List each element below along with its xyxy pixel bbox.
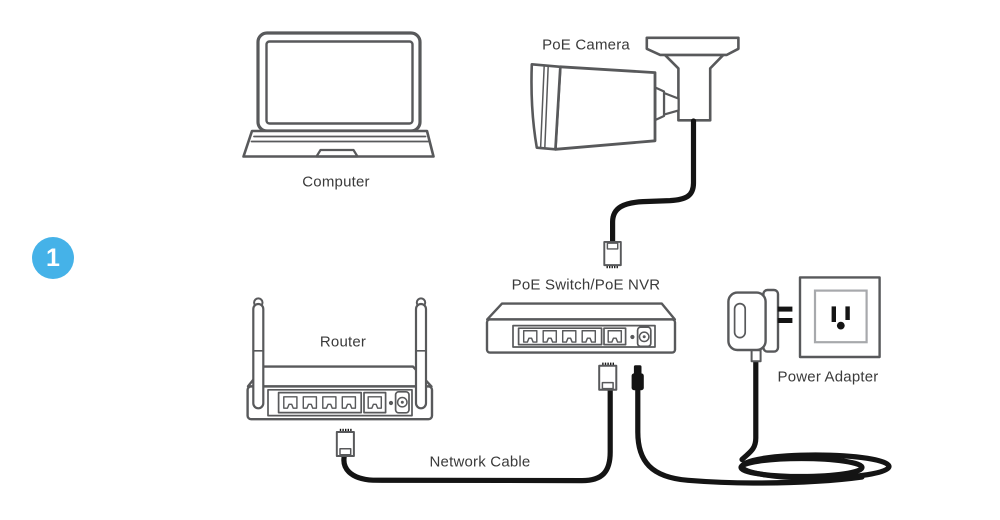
camera-cable-path [610, 118, 697, 244]
laptop-display [265, 40, 414, 125]
power-cable-illustration [631, 357, 892, 486]
camera-hood-line [539, 64, 545, 149]
power-adapter-illustration [727, 288, 793, 363]
router-antenna-right [414, 302, 428, 410]
router-led-dot [388, 400, 394, 406]
outlet-socket [813, 289, 868, 344]
outlet-plate [798, 276, 881, 359]
poe-camera-label: PoE Camera [542, 36, 630, 54]
wall-outlet-illustration [798, 276, 881, 359]
router-label: Router [319, 333, 367, 351]
adapter-strain-relief [750, 349, 762, 363]
outlet-slot [845, 306, 850, 320]
adapter-prong [777, 306, 793, 312]
router-dc-jack [394, 390, 410, 414]
camera-body [554, 65, 657, 151]
camera-joint [662, 91, 680, 116]
camera-joint [654, 86, 666, 122]
poe-switch-illustration [485, 302, 677, 354]
switch-uplink-port-box [603, 327, 627, 346]
camera-mount-plate [645, 36, 740, 57]
router-top [246, 365, 433, 388]
laptop-base [242, 129, 435, 158]
switch-top [486, 302, 676, 321]
adapter-prong [777, 318, 793, 323]
switch-dc-jack [636, 326, 652, 348]
router-lan-port-group [277, 391, 363, 414]
rj45-plug-icon [335, 428, 355, 457]
outlet-slot [831, 306, 836, 322]
switch-dc-jack-ring [638, 331, 650, 343]
dc-plug-tip-icon [633, 365, 642, 375]
outlet-ground-hole [836, 321, 845, 330]
network-cable-path [341, 387, 613, 484]
computer-illustration [242, 31, 435, 158]
poe-camera-illustration [530, 36, 740, 151]
cable-coil-loop [738, 455, 865, 480]
camera-hood-line [544, 65, 549, 150]
router-dc-jack-ring [396, 396, 408, 408]
rj45-plug-icon [603, 241, 622, 269]
router-illustration [246, 297, 434, 421]
dc-plug-body-icon [631, 373, 644, 391]
switch-poe-port-group [517, 327, 603, 346]
switch-panel [512, 324, 656, 348]
computer-label: Computer [302, 173, 370, 191]
switch-dc-jack-pin [642, 335, 646, 339]
router-dc-jack-pin [400, 400, 404, 404]
poe-switch-label: PoE Switch/PoE NVR [511, 276, 661, 294]
router-wan-port-box [363, 391, 387, 414]
adapter-groove [733, 302, 747, 339]
adapter-body [727, 291, 767, 352]
power-adapter-label: Power Adapter [777, 368, 879, 386]
rj45-plug-icon [598, 361, 618, 391]
laptop-notch [315, 148, 359, 158]
router-antenna-left [252, 302, 265, 410]
laptop-screen-outline [256, 31, 422, 133]
router-panel [267, 388, 413, 417]
step-number-badge: 1 [32, 237, 74, 279]
network-cable-illustration [335, 361, 618, 484]
network-cable-label: Network Cable [429, 453, 531, 471]
adapter-cable-path [739, 357, 759, 463]
switch-led-dot [630, 334, 635, 340]
camera-cable [603, 118, 697, 269]
dc-cable-path [635, 385, 865, 486]
